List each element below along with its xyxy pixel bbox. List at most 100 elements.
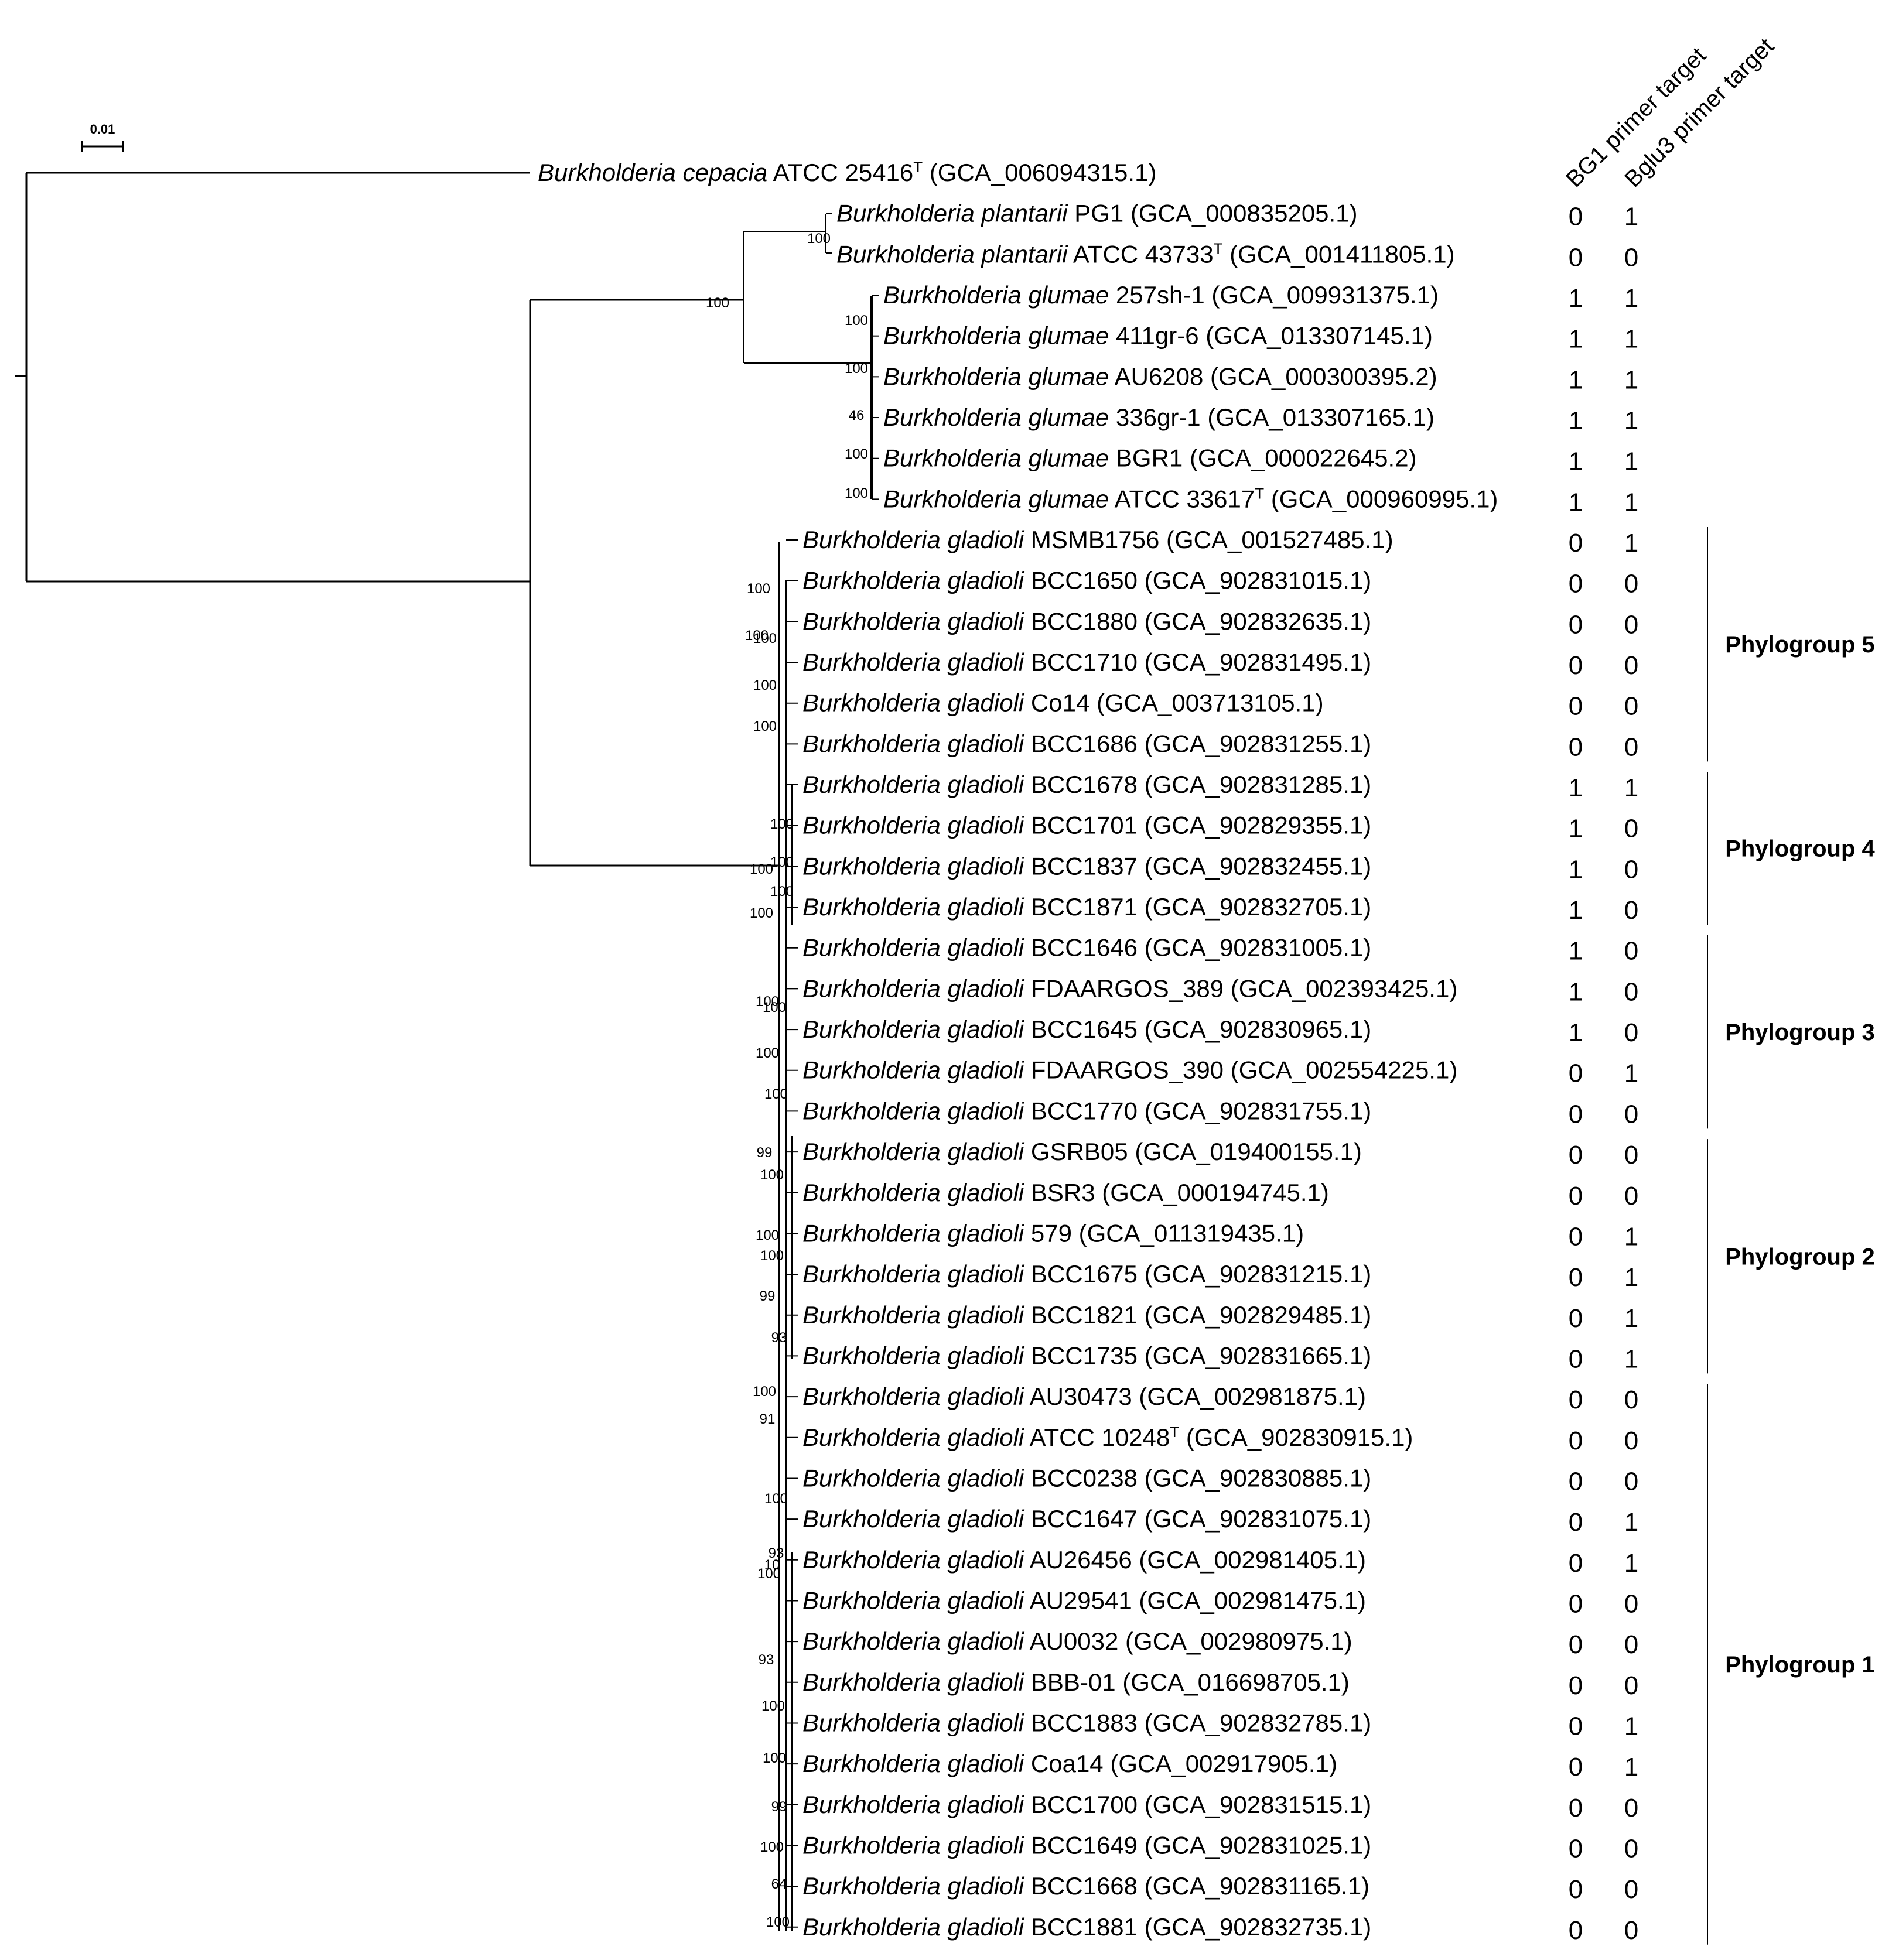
taxon-accession: (GCA_902830885.1) [1138, 1464, 1371, 1492]
taxon-species: plantarii [980, 240, 1068, 268]
taxon-label: Burkholderia gladioli 579 (GCA_011319435… [802, 1219, 1304, 1247]
bg1-value: 1 [1569, 977, 1583, 1006]
taxon-accession: (GCA_902831255.1) [1138, 730, 1371, 757]
bootstrap-value: 100 [756, 1227, 779, 1243]
bootstrap-value: 100 [756, 1045, 779, 1061]
bg1-value: 1 [1569, 488, 1583, 516]
taxon-accession: (GCA_001411805.1) [1222, 240, 1454, 268]
bglu3-value: 0 [1624, 692, 1638, 721]
taxon-species: gladioli [947, 852, 1024, 880]
bg1-value: 0 [1569, 1304, 1583, 1333]
taxon-genus: Burkholderia [802, 893, 947, 921]
taxon-label: Burkholderia glumae 336gr-1 (GCA_0133071… [883, 403, 1435, 431]
type-strain-mark: T [1255, 484, 1264, 502]
bglu3-value: 1 [1624, 1263, 1638, 1292]
bootstrap-value: 99 [771, 1799, 787, 1815]
bg1-value: 0 [1569, 1263, 1583, 1292]
bglu3-value: 1 [1624, 447, 1638, 476]
taxon-strain: BCC1700 [1024, 1791, 1138, 1818]
taxon-species: gladioli [947, 567, 1024, 594]
taxon-species: glumae [1028, 444, 1109, 472]
bglu3-value: 0 [1624, 1630, 1638, 1659]
bootstrap-value: 93 [769, 1545, 784, 1561]
taxon-label: Burkholderia gladioli BCC1647 (GCA_90283… [802, 1505, 1371, 1533]
bootstrap-values: 1001001001004610010010010010010010010010… [706, 231, 868, 1930]
taxon-label: Burkholderia gladioli BCC1668 (GCA_90283… [802, 1872, 1369, 1900]
bg1-value: 0 [1569, 1630, 1583, 1659]
bglu3-value: 0 [1624, 1589, 1638, 1618]
taxon-genus: Burkholderia [802, 689, 947, 717]
taxon-species: glumae [1028, 403, 1109, 431]
taxon-species: gladioli [947, 1831, 1024, 1859]
taxon-species: gladioli [947, 1668, 1024, 1696]
taxon-label: Burkholderia gladioli BCC1675 (GCA_90283… [802, 1260, 1371, 1288]
bg1-value: 0 [1569, 1141, 1583, 1169]
taxon-genus: Burkholderia [802, 1546, 947, 1574]
bglu3-value: 0 [1624, 1386, 1638, 1414]
taxon-accession: (GCA_011319435.1) [1072, 1219, 1304, 1247]
bootstrap-value: 93 [771, 1330, 787, 1346]
taxon-species: gladioli [947, 1464, 1024, 1492]
taxon-genus: Burkholderia [802, 1383, 947, 1410]
taxon-label: Burkholderia gladioli BCC1678 (GCA_90283… [802, 771, 1371, 798]
taxon-accession: (GCA_001527485.1) [1159, 526, 1393, 553]
bg1-value: 0 [1569, 733, 1583, 761]
bootstrap-value: 100 [845, 446, 868, 462]
bootstrap-value: 99 [760, 1288, 776, 1304]
bootstrap-value: 100 [706, 295, 729, 311]
taxon-strain: BCC1701 [1024, 812, 1138, 839]
bglu3-value: 1 [1624, 406, 1638, 435]
taxon-strain: GSRB05 [1024, 1138, 1128, 1165]
taxon-genus: Burkholderia [802, 1179, 947, 1206]
taxon-labels: Burkholderia cepacia ATCC 25416T (GCA_00… [538, 158, 1498, 1941]
taxon-genus: Burkholderia [883, 444, 1028, 472]
taxon-label: Burkholderia gladioli BCC1700 (GCA_90283… [802, 1791, 1371, 1818]
bootstrap-value: 100 [756, 994, 779, 1010]
taxon-genus: Burkholderia [802, 1872, 947, 1900]
bg1-value: 1 [1569, 325, 1583, 354]
taxon-strain: MSMB1756 [1024, 526, 1159, 553]
bglu3-value: 1 [1624, 365, 1638, 394]
taxon-label: Burkholderia gladioli BCC1645 (GCA_90283… [802, 1015, 1371, 1043]
bg1-value: 1 [1569, 855, 1583, 884]
bootstrap-value: 64 [771, 1876, 787, 1892]
bg1-value: 0 [1569, 529, 1583, 557]
bglu3-value: 1 [1624, 529, 1638, 557]
taxon-accession: (GCA_002554225.1) [1224, 1056, 1457, 1084]
taxon-species: gladioli [947, 1872, 1024, 1900]
taxon-accession: (GCA_002393425.1) [1224, 974, 1457, 1002]
taxon-strain: BCC1678 [1024, 771, 1138, 798]
taxon-accession: (GCA_000960995.1) [1264, 485, 1498, 512]
bglu3-value: 1 [1624, 284, 1638, 313]
taxon-accession: (GCA_902831495.1) [1138, 648, 1371, 676]
bglu3-value: 0 [1624, 1794, 1638, 1822]
taxon-accession: (GCA_003713105.1) [1089, 689, 1323, 717]
taxon-label: Burkholderia gladioli BCC1646 (GCA_90283… [802, 934, 1371, 962]
taxon-accession: (GCA_016698705.1) [1116, 1668, 1350, 1696]
taxon-strain: BGR1 [1109, 444, 1183, 472]
taxon-genus: Burkholderia [836, 240, 981, 268]
taxon-strain: BCC1686 [1024, 730, 1138, 757]
taxon-strain: ATCC 33617 [1109, 485, 1255, 512]
taxon-accession: (GCA_019400155.1) [1128, 1138, 1362, 1165]
taxon-strain: AU29541 [1024, 1586, 1132, 1614]
taxon-species: gladioli [947, 1546, 1024, 1574]
taxon-species: gladioli [947, 1179, 1024, 1206]
bootstrap-value: 100 [760, 1167, 784, 1183]
bootstrap-value: 100 [770, 884, 794, 899]
bootstrap-value: 100 [753, 678, 777, 693]
bglu3-value: 0 [1624, 610, 1638, 639]
taxon-genus: Burkholderia [802, 1791, 947, 1818]
taxon-genus: Burkholderia [802, 567, 947, 594]
bg1-value: 0 [1569, 1386, 1583, 1414]
bg1-value: 0 [1569, 1508, 1583, 1537]
taxon-label: Burkholderia gladioli Coa14 (GCA_0029179… [802, 1750, 1337, 1777]
bg1-value: 0 [1569, 1549, 1583, 1578]
bootstrap-value: 100 [845, 485, 868, 501]
bootstrap-value: 100 [761, 1698, 785, 1714]
bootstrap-value: 100 [770, 816, 794, 832]
bg1-value: 0 [1569, 1834, 1583, 1863]
bootstrap-value: 100 [745, 628, 769, 644]
taxon-label: Burkholderia gladioli BCC1649 (GCA_90283… [802, 1831, 1371, 1859]
taxon-genus: Burkholderia [802, 1750, 947, 1777]
